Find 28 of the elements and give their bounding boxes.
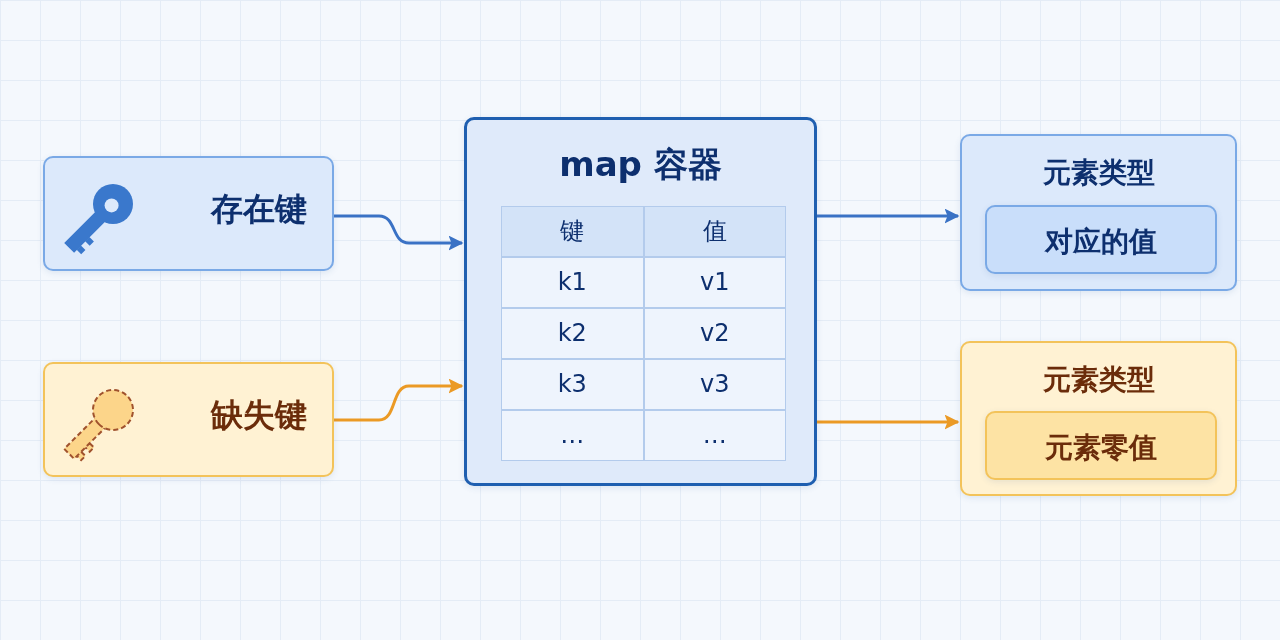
- box-title: 元素类型: [1042, 362, 1155, 398]
- type-box: [960, 341, 1237, 496]
- table-cell: v2: [643, 308, 786, 359]
- box-title: 存在键: [210, 189, 307, 230]
- table-cell: k1: [501, 257, 644, 308]
- table-cell: k2: [501, 308, 644, 359]
- arrow: [817, 208, 960, 224]
- table-cell: k3: [501, 359, 644, 410]
- key-box: [43, 156, 334, 271]
- box-title: 元素零值: [1045, 430, 1157, 466]
- box-title: 缺失键: [210, 395, 307, 436]
- type-box: [960, 134, 1237, 291]
- table-header-cell: 键: [501, 206, 644, 257]
- table-cell: v3: [643, 359, 786, 410]
- table-cell: …: [501, 410, 644, 461]
- value-box: [985, 205, 1217, 274]
- key-box: [43, 362, 334, 477]
- table-header-cell: 值: [643, 206, 786, 257]
- box-title: 对应的值: [1045, 224, 1157, 260]
- box-title: 元素类型: [1042, 155, 1155, 191]
- value-box: [985, 411, 1217, 480]
- arrow: [817, 414, 960, 430]
- arrow: [334, 378, 464, 422]
- container-box: [464, 117, 817, 486]
- table-cell: …: [643, 410, 786, 461]
- arrow: [334, 214, 464, 251]
- box-title: map 容器: [559, 143, 722, 186]
- table-cell: v1: [643, 257, 786, 308]
